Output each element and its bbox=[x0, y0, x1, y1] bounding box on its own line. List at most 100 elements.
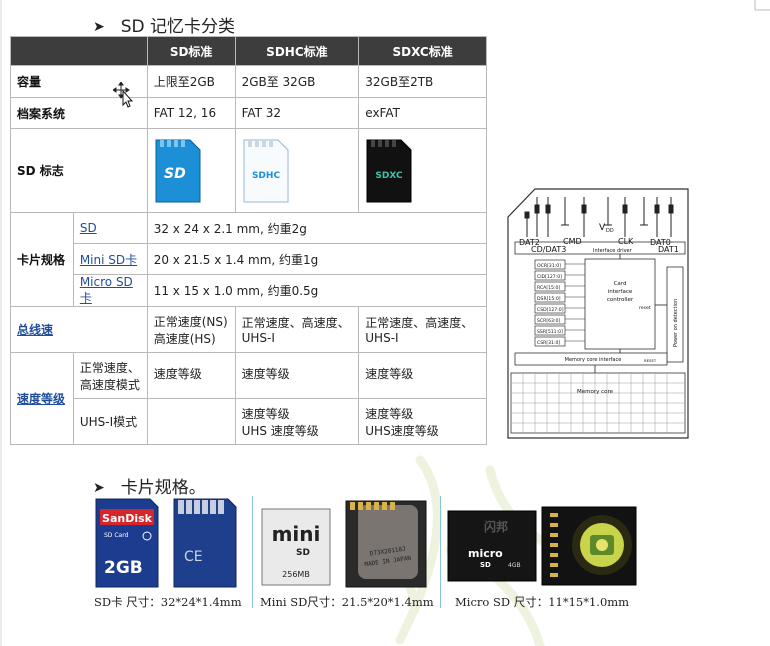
capacity-sdxc: 32GB至2TB bbox=[358, 65, 487, 98]
logo-cell-sdxc: SDXC bbox=[358, 128, 487, 213]
svg-text:DSR[15:0]: DSR[15:0] bbox=[537, 296, 561, 302]
speed-class-link[interactable]: 速度等级 bbox=[10, 352, 74, 445]
svg-text:SDHC: SDHC bbox=[252, 171, 280, 181]
section-heading-card-spec: ➤卡片规格。 bbox=[93, 478, 206, 498]
sd-logo-icon: SD bbox=[155, 139, 201, 202]
svg-text:CSR[31:0]: CSR[31:0] bbox=[537, 340, 560, 346]
caption-micro-sd: Micro SD 尺寸：11*15*1.0mm bbox=[455, 595, 630, 609]
header-sdhc: SDHC标准 bbox=[234, 36, 360, 66]
arrow-bullet-icon: ➤ bbox=[93, 480, 105, 496]
speed-class-normal-sd: 速度等级 bbox=[146, 352, 236, 399]
svg-text:256MB: 256MB bbox=[282, 570, 310, 579]
svg-text:RESET: RESET bbox=[644, 358, 657, 363]
speed-class-normal-sdxc: 速度等级 bbox=[358, 352, 487, 399]
row-label-logo: SD 标志 bbox=[10, 128, 148, 213]
sdxc-logo-icon: SDXC bbox=[366, 139, 412, 202]
caption-mini-sd: Mini SD尺寸：21.5*20*1.4mm bbox=[260, 595, 434, 609]
logo-cell-sd: SD bbox=[146, 128, 236, 213]
bus-speed-sdxc: 正常速度、高速度、UHS-I bbox=[358, 306, 487, 353]
sd-spec-table: SD标准 SDHC标准 SDXC标准 容量 上限至2GB 2GB至 32GB 3… bbox=[10, 36, 488, 445]
svg-text:Card: Card bbox=[614, 281, 627, 287]
micro-sd-card-photo: 闪邦 micro SD 4GB bbox=[447, 506, 637, 586]
svg-text:DD: DD bbox=[606, 228, 614, 234]
table-row: Micro SD卡 11 x 15 x 1.0 mm, 约重0.5g bbox=[11, 274, 488, 307]
table-row: SD 标志 SD SDHC SDXC bbox=[10, 128, 487, 213]
table-header-row: SD标准 SDHC标准 SDXC标准 bbox=[10, 36, 487, 66]
svg-text:CD/DAT3: CD/DAT3 bbox=[531, 245, 566, 254]
bus-speed-sd: 正常速度(NS)高速度(HS) bbox=[146, 306, 236, 353]
svg-text:SD: SD bbox=[296, 548, 310, 558]
sdhc-logo-icon: SDHC bbox=[243, 139, 289, 202]
capacity-sd: 上限至2GB bbox=[146, 65, 236, 98]
card-spec-link-mini[interactable]: Mini SD卡 bbox=[72, 243, 148, 275]
svg-text:RCA[15:0]: RCA[15:0] bbox=[537, 285, 560, 291]
filesystem-sd: FAT 12, 16 bbox=[146, 97, 236, 129]
svg-text:CSD[127:0]: CSD[127:0] bbox=[537, 307, 564, 313]
separator-line bbox=[252, 496, 253, 608]
card-spec-value-micro: 11 x 15 x 1.0 mm, 约重0.5g bbox=[146, 274, 488, 307]
table-row: 速度等级 正常速度、高速度模式 速度等级 速度等级 速度等级 bbox=[10, 352, 487, 445]
table-row: 容量 上限至2GB 2GB至 32GB 32GB至2TB bbox=[10, 65, 487, 98]
svg-text:micro: micro bbox=[468, 547, 503, 560]
table-row: 卡片规格 SD 32 x 24 x 2.1 mm, 约重2g bbox=[10, 212, 488, 307]
svg-text:SD: SD bbox=[480, 561, 491, 569]
pin-lines bbox=[524, 197, 674, 237]
logo-cell-sdhc: SDHC bbox=[234, 128, 360, 213]
speed-class-mode-normal: 正常速度、高速度模式 bbox=[72, 352, 148, 399]
svg-text:SDXC: SDXC bbox=[376, 171, 404, 181]
bus-speed-sdhc: 正常速度、高速度、UHS-I bbox=[234, 306, 360, 353]
svg-text:OCR[31:0]: OCR[31:0] bbox=[537, 263, 561, 269]
svg-text:V: V bbox=[599, 223, 606, 233]
table-row: 总线速 正常速度(NS)高速度(HS) 正常速度、高速度、UHS-I 正常速度、… bbox=[10, 306, 487, 353]
separator-line bbox=[440, 496, 441, 608]
arrow-bullet-icon: ➤ bbox=[93, 19, 105, 35]
svg-text:SSR[511:0]: SSR[511:0] bbox=[537, 329, 563, 335]
mini-sd-card-photo: mini SD 256MB D73X28118J MADE IN JAPAN bbox=[261, 500, 427, 588]
svg-text:4GB: 4GB bbox=[508, 562, 521, 569]
card-spec-value-mini: 20 x 21.5 x 1.4 mm, 约重1g bbox=[146, 243, 488, 275]
svg-text:controller: controller bbox=[607, 297, 634, 303]
svg-text:闪邦: 闪邦 bbox=[484, 519, 508, 534]
speed-class-normal-sdhc: 速度等级 bbox=[234, 352, 360, 399]
bus-speed-link[interactable]: 总线速 bbox=[10, 306, 148, 353]
svg-text:DAT0: DAT0 bbox=[650, 238, 671, 247]
card-spec-link-micro[interactable]: Micro SD卡 bbox=[72, 274, 148, 307]
move-cursor-icon bbox=[113, 82, 134, 108]
memory-grid bbox=[511, 373, 685, 433]
svg-text:reset: reset bbox=[639, 305, 651, 311]
svg-text:SD: SD bbox=[164, 166, 186, 182]
speed-class-uhs-sd bbox=[146, 398, 236, 445]
header-sd: SD标准 bbox=[146, 36, 236, 66]
card-spec-value-sd: 32 x 24 x 2.1 mm, 约重2g bbox=[146, 212, 488, 244]
filesystem-sdxc: exFAT bbox=[358, 97, 487, 129]
capacity-sdhc: 2GB至 32GB bbox=[234, 65, 360, 98]
header-sdxc: SDXC标准 bbox=[358, 36, 487, 66]
svg-text:mini: mini bbox=[272, 522, 321, 546]
section-heading-classification: ➤SD 记忆卡分类 bbox=[93, 17, 236, 37]
card-spec-link-sd[interactable]: SD bbox=[72, 212, 148, 244]
svg-text:SanDisk: SanDisk bbox=[102, 512, 153, 525]
svg-text:2GB: 2GB bbox=[104, 558, 143, 578]
svg-text:DAT2: DAT2 bbox=[519, 238, 540, 247]
filesystem-sdhc: FAT 32 bbox=[234, 97, 360, 129]
svg-text:Memory core: Memory core bbox=[577, 389, 614, 395]
svg-text:Interface driver: Interface driver bbox=[593, 248, 633, 254]
table-row: 档案系统 FAT 12, 16 FAT 32 exFAT bbox=[10, 97, 487, 129]
svg-text:Memory core interface: Memory core interface bbox=[565, 357, 622, 363]
caption-sd: SD卡 尺寸：32*24*1.4mm bbox=[94, 595, 242, 609]
header-blank-cell bbox=[10, 36, 148, 66]
svg-text:interface: interface bbox=[608, 289, 633, 295]
svg-text:D73X28118J: D73X28118J bbox=[369, 546, 406, 558]
svg-text:CMD: CMD bbox=[563, 237, 582, 246]
svg-text:CE: CE bbox=[184, 549, 203, 565]
svg-text:CLK: CLK bbox=[618, 237, 634, 246]
svg-text:DAT1: DAT1 bbox=[658, 245, 679, 254]
table-row: Mini SD卡 20 x 21.5 x 1.4 mm, 约重1g bbox=[11, 243, 488, 275]
sd-card-photo: SanDisk SD Card 2GB CE bbox=[95, 498, 237, 588]
svg-text:SD Card: SD Card bbox=[104, 532, 129, 539]
svg-text:Power on detection: Power on detection bbox=[673, 299, 679, 347]
sd-card-block-diagram: DAT2 CD/DAT3 CMD V DD CLK DAT0 DAT1 Inte… bbox=[507, 188, 689, 439]
svg-text:SCR[63:0]: SCR[63:0] bbox=[537, 318, 560, 324]
